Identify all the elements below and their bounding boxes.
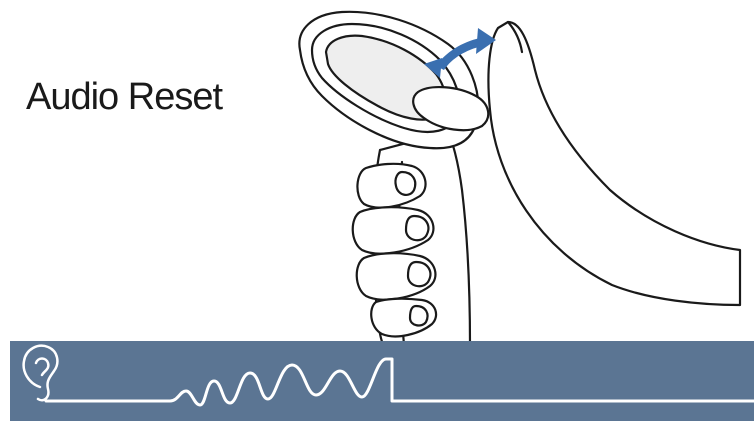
audio-banner [10,341,754,421]
barcode-scanner-illustration [0,0,754,345]
thumb-hand [488,22,740,305]
